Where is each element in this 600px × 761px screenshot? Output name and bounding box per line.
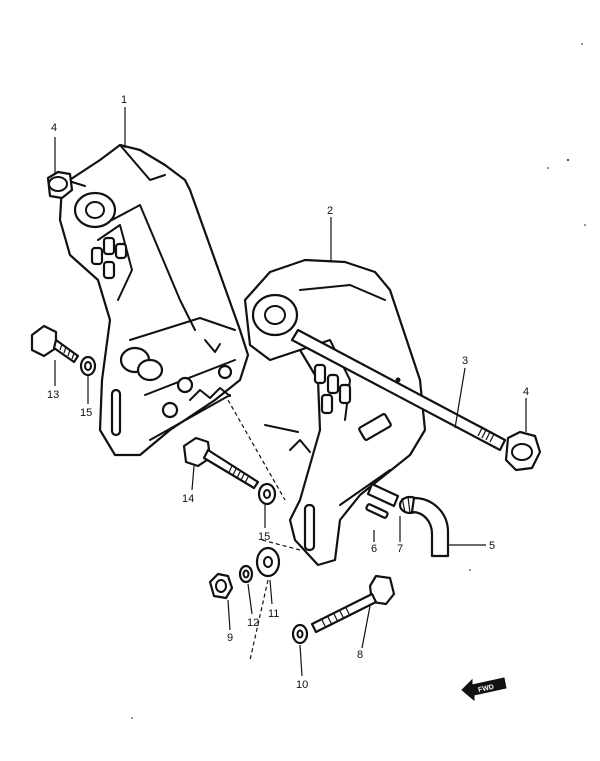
nut-4-left [46, 170, 86, 200]
bolt-8 [310, 574, 396, 634]
lock-washer-12 [238, 564, 254, 584]
callout-15-right: 15 [258, 531, 270, 543]
callout-15-left: 15 [80, 407, 92, 419]
callout-5: 5 [489, 540, 495, 552]
washer-11 [255, 546, 281, 578]
washer-15-right [257, 482, 277, 506]
washer-15-left [79, 355, 97, 377]
callout-1: 1 [121, 94, 127, 106]
callout-2: 2 [327, 205, 333, 217]
fwd-arrow-badge: FWD [461, 677, 507, 702]
washer-10 [291, 623, 309, 645]
through-bolt-3 [290, 328, 507, 452]
hose-5 [410, 496, 450, 558]
nut-4-right [504, 430, 542, 472]
callout-14: 14 [182, 493, 194, 505]
callout-8: 8 [357, 649, 363, 661]
callout-6: 6 [371, 543, 377, 555]
clamp-bracket-right [243, 258, 427, 567]
pin-6 [365, 503, 389, 519]
nut-9 [208, 572, 234, 600]
callout-9: 9 [227, 632, 233, 644]
callout-13: 13 [47, 389, 59, 401]
callout-7: 7 [397, 543, 403, 555]
scan-specks [131, 43, 586, 719]
assembly-guide-lines [227, 399, 301, 661]
callout-11: 11 [268, 608, 279, 620]
clamp-bracket-left [58, 143, 250, 457]
callout-12: 12 [247, 617, 259, 629]
callout-10: 10 [296, 679, 308, 691]
callout-4-left: 4 [51, 122, 57, 134]
callout-3: 3 [462, 355, 468, 367]
bolt-14 [182, 436, 260, 490]
callout-4-right: 4 [523, 386, 529, 398]
leader-lines [54, 107, 527, 677]
bolt-13 [30, 324, 80, 364]
fwd-label: FWD [478, 684, 495, 694]
callout-labels: 1 2 3 4 4 5 6 7 8 9 10 11 12 13 14 15 15 [47, 94, 529, 691]
